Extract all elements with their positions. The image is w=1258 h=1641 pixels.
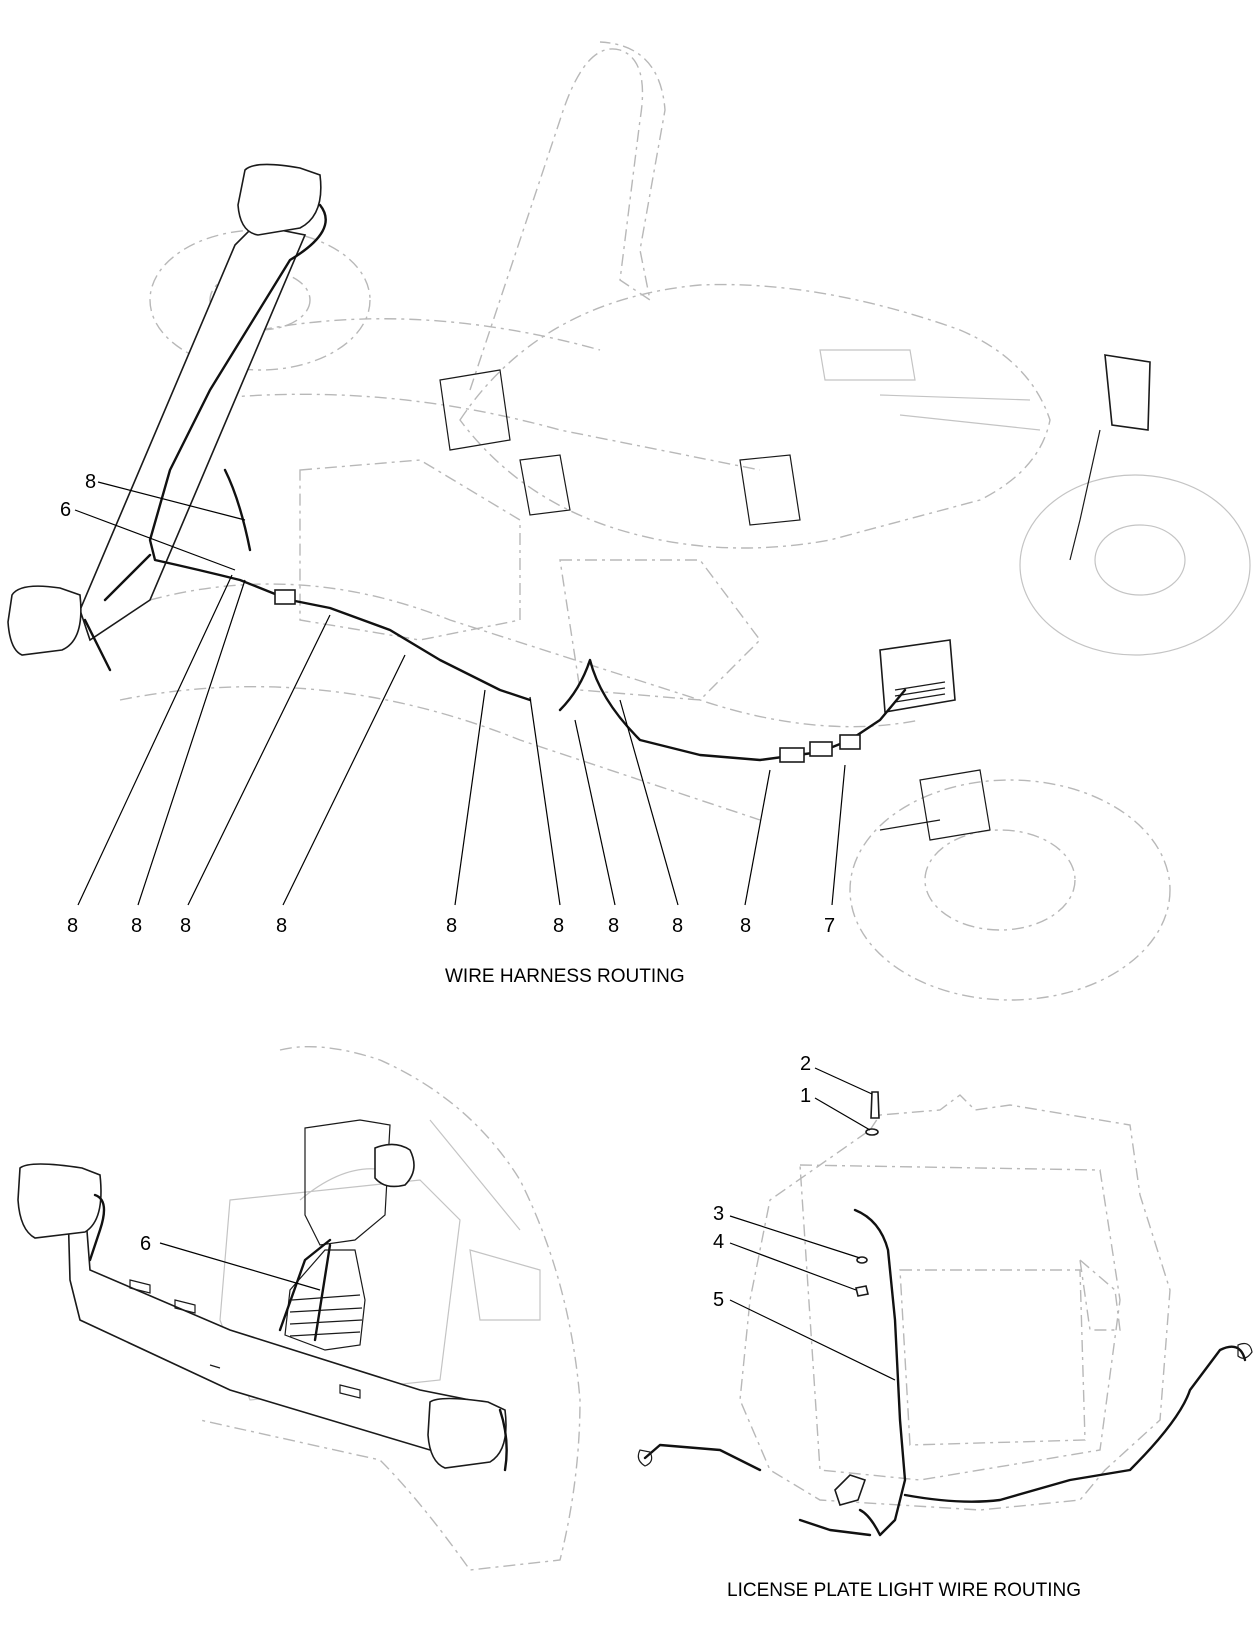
steering-boot-folds bbox=[289, 1294, 363, 1337]
right-wheel-hub bbox=[1094, 524, 1186, 596]
callout-6: 6 bbox=[140, 1233, 151, 1255]
harness-connector bbox=[274, 589, 296, 605]
control-box bbox=[879, 639, 956, 713]
callout-8: 8 bbox=[608, 915, 619, 937]
work-light-right bbox=[427, 1397, 507, 1469]
leader-lines-bottom-right bbox=[729, 1067, 896, 1381]
screw bbox=[870, 1091, 880, 1119]
left-wheel-hub-ghost bbox=[209, 269, 311, 331]
lock-washer bbox=[856, 1256, 868, 1264]
steering-tower bbox=[304, 1119, 391, 1246]
steering-boot bbox=[284, 1249, 366, 1351]
front-light-bar bbox=[67, 1204, 481, 1451]
wire-harness-view: 8 6 8 8 8 8 8 8 8 8 8 7 WIRE HARNESS ROU… bbox=[7, 41, 1251, 1001]
callout-3: 3 bbox=[713, 1203, 724, 1225]
callout-8: 8 bbox=[553, 915, 564, 937]
enclosure-ghost bbox=[199, 1045, 581, 1571]
callout-8: 8 bbox=[180, 915, 191, 937]
light-bar-left bbox=[79, 224, 307, 642]
steering-post-right bbox=[1069, 429, 1101, 561]
steering-bracket-right bbox=[1104, 354, 1151, 431]
callout-8: 8 bbox=[67, 915, 78, 937]
callout-8: 8 bbox=[276, 915, 287, 937]
enclosure-detail-ghost bbox=[219, 1119, 541, 1401]
right-wheel bbox=[1019, 474, 1251, 656]
front-light-bar-slots bbox=[129, 1279, 361, 1399]
frame-detail bbox=[439, 369, 801, 526]
callout-8: 8 bbox=[672, 915, 683, 937]
washer bbox=[865, 1128, 879, 1136]
wire-harness bbox=[148, 203, 907, 762]
work-light-lower bbox=[7, 585, 82, 656]
callout-8: 8 bbox=[446, 915, 457, 937]
hood-detail-ghost bbox=[819, 349, 1041, 431]
wire-harness-branch-upper bbox=[223, 468, 252, 552]
rear-wheel-ghost bbox=[849, 779, 1171, 1001]
wire-connector-right bbox=[1237, 1342, 1253, 1359]
callout-7: 7 bbox=[824, 915, 835, 937]
callout-8: 8 bbox=[740, 915, 751, 937]
callout-1: 1 bbox=[800, 1085, 811, 1107]
harness-connector bbox=[809, 741, 833, 757]
leader-line-6 bbox=[159, 1242, 321, 1291]
callout-2: 2 bbox=[800, 1053, 811, 1075]
harness-connector bbox=[839, 734, 861, 750]
rear-panel-inner-ghost bbox=[799, 1164, 1121, 1481]
wire-harness-branch-lower bbox=[83, 553, 152, 672]
view-caption-license-plate: LICENSE PLATE LIGHT WIRE ROUTING bbox=[727, 1580, 1081, 1601]
license-light-wire bbox=[643, 1208, 1247, 1537]
frame-ghost-2 bbox=[299, 459, 761, 701]
view-caption-wire-harness: WIRE HARNESS ROUTING bbox=[445, 966, 685, 987]
rops-bar-ghost bbox=[469, 41, 666, 391]
nut bbox=[855, 1285, 869, 1297]
license-light-connector bbox=[834, 1474, 867, 1506]
callout-8: 8 bbox=[85, 471, 96, 493]
callout-6: 6 bbox=[60, 499, 71, 521]
callout-4: 4 bbox=[713, 1231, 724, 1253]
control-box-vents bbox=[894, 681, 946, 703]
rear-wheel-hub-ghost bbox=[924, 829, 1076, 931]
frame-ghost bbox=[119, 318, 921, 821]
rear-frame-detail bbox=[879, 769, 991, 841]
steering-mount bbox=[374, 1143, 415, 1188]
leader-lines-top bbox=[74, 481, 846, 906]
work-light-upper bbox=[237, 163, 322, 236]
license-plate-light-view: 2 1 3 4 5 LICENSE PLATE LIGHT WIRE ROUTI… bbox=[637, 1053, 1253, 1601]
callout-5: 5 bbox=[713, 1289, 724, 1311]
work-light-left bbox=[17, 1163, 102, 1239]
front-light-bar-view: 6 bbox=[17, 1045, 581, 1571]
light-wire bbox=[88, 1193, 508, 1472]
rear-panel-ghost bbox=[739, 1094, 1171, 1511]
harness-connector bbox=[779, 747, 805, 763]
callout-8: 8 bbox=[131, 915, 142, 937]
wire-connector-left bbox=[637, 1449, 653, 1467]
hood-ghost bbox=[459, 283, 1051, 549]
